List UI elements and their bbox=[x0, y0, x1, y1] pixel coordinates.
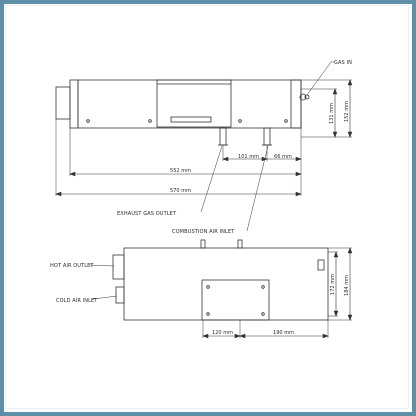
side-dimension-lines bbox=[55, 79, 353, 197]
side-view-heater bbox=[55, 79, 310, 146]
side-extension-lines bbox=[55, 79, 352, 196]
side-outlet-nozzle bbox=[55, 86, 71, 120]
side-leader-lines bbox=[200, 61, 334, 232]
label-cold-air-inlet: COLD AIR INLET bbox=[56, 298, 98, 304]
side-rear-cap bbox=[290, 79, 302, 129]
gas-inlet-fitting bbox=[299, 93, 307, 101]
cold-air-inlet-duct bbox=[115, 286, 125, 304]
exhaust-pipe bbox=[219, 127, 227, 146]
label-exhaust-gas-outlet: EXHAUST GAS OUTLET bbox=[117, 211, 177, 217]
bottom-body-outline bbox=[123, 247, 329, 321]
bottom-mounting-plate bbox=[201, 279, 270, 321]
dim-184mm: 184 mm bbox=[344, 275, 350, 296]
label-combustion-air-inlet: COMBUSTION AIR INLET bbox=[172, 229, 235, 235]
dim-552mm: 552 mm bbox=[170, 168, 191, 174]
dim-190mm: 190 mm bbox=[273, 330, 294, 336]
side-body-outline bbox=[77, 79, 302, 129]
side-bottom-bracket bbox=[170, 116, 212, 123]
bottom-extension-lines bbox=[202, 247, 352, 338]
dim-66mm: 66 mm bbox=[274, 154, 292, 160]
bottom-view-heater bbox=[112, 239, 329, 321]
dim-131mm: 131 mm bbox=[329, 103, 335, 124]
label-hot-air-outlet: HOT AIR OUTLET bbox=[50, 263, 94, 269]
side-front-flange bbox=[69, 79, 79, 129]
dim-152mm: 152 mm bbox=[344, 101, 350, 122]
label-gas-in: GAS IN bbox=[334, 60, 352, 66]
dim-570mm: 570 mm bbox=[170, 188, 191, 194]
combustion-air-pipe bbox=[263, 127, 271, 146]
inner-border bbox=[5, 5, 409, 409]
dim-120mm: 120 mm bbox=[212, 330, 233, 336]
bottom-leader-lines bbox=[88, 264, 118, 300]
side-center-panel bbox=[156, 79, 232, 128]
dim-101mm: 101 mm bbox=[238, 154, 259, 160]
dim-172mm: 172 mm bbox=[330, 274, 336, 295]
bottom-dimension-lines bbox=[202, 247, 353, 339]
hot-air-outlet-duct bbox=[112, 254, 125, 280]
